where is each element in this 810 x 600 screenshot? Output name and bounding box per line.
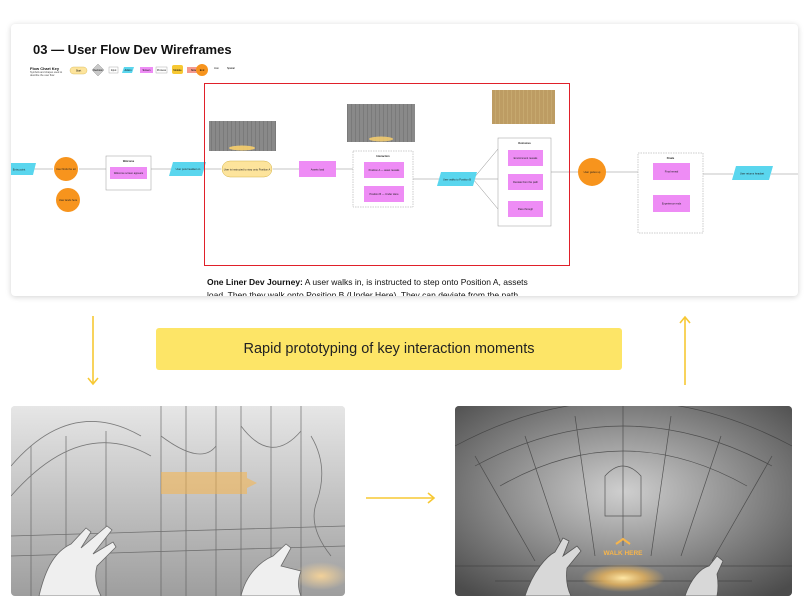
node-group-3-b-label: Experience ends	[662, 202, 682, 206]
node-group-2-b-label: Deviate from the path	[513, 180, 538, 184]
node-group-3-head: Finale	[667, 156, 675, 160]
flow-chart-key: Start Decision Input Action Screen Proce…	[69, 63, 235, 77]
node-circle-3-label: User gazes up	[584, 170, 601, 174]
key-item-start: Start	[76, 70, 82, 73]
banner-text: Rapid prototyping of key interaction mom…	[243, 341, 535, 357]
key-action-shape	[122, 67, 134, 73]
node-circle-3	[578, 158, 606, 186]
node-para-1	[169, 162, 206, 176]
node-group-2-c-label: Pass through	[518, 207, 534, 211]
node-group-3-a	[653, 163, 690, 180]
node-box-1-item-label: Welcome screen appears	[114, 171, 144, 175]
key-item-spatial: Spatial	[227, 67, 235, 70]
node-para-2	[437, 172, 477, 186]
wireframe-board: 03 — User Flow Dev Wireframes Flow Chart…	[11, 24, 798, 296]
node-group-2-a	[508, 150, 543, 166]
arrow-right-icon	[366, 492, 436, 504]
node-para-3	[732, 166, 773, 180]
key-decision-shape	[91, 63, 105, 77]
node-group-3-b	[653, 195, 690, 212]
hands-icon	[38, 525, 302, 596]
node-entry-left-label: Entry point	[13, 168, 26, 172]
sketch-prototype-right: WALK HERE	[455, 406, 792, 596]
one-liner-dev-journey: One Liner Dev Journey: A user walks in, …	[207, 276, 547, 296]
key-process-shape	[155, 66, 168, 74]
node-group-2-head: Outcomes	[518, 141, 531, 145]
node-group-1-a	[364, 162, 404, 178]
node-box-1-item	[110, 167, 147, 179]
dev-journey-highlight-frame	[204, 83, 570, 266]
cathedral-sketch-left	[11, 406, 345, 596]
cathedral-sketch-right: WALK HERE	[455, 406, 792, 596]
one-liner-text: A user walks in, is instructed to step o…	[207, 277, 528, 296]
node-group-1-a-label: Position A — asset reveals	[369, 168, 400, 172]
node-entry-left	[11, 163, 36, 175]
node-group-1-b	[364, 186, 404, 202]
node-circle-1	[54, 157, 78, 181]
key-item-screen: Screen	[143, 69, 152, 72]
walk-here-marker	[581, 564, 665, 592]
arrow-up-icon	[679, 315, 691, 385]
node-box-2-label: Assets load	[311, 168, 325, 172]
one-liner-label: One Liner Dev Journey:	[207, 277, 303, 287]
node-box-1-head: Welcome	[123, 159, 135, 163]
sketch-prototype-left	[11, 406, 345, 596]
key-item-process: Process	[157, 69, 167, 72]
node-para-3-label: User returns headset	[740, 172, 764, 176]
key-item-decision: Decision	[93, 69, 103, 72]
key-item-note: Note	[191, 69, 197, 72]
node-para-1-label: User puts headset on	[176, 167, 201, 171]
flow-nodes: Entry point User finds the art User land…	[11, 90, 773, 234]
node-circle-1-label: User finds the art	[56, 167, 76, 171]
key-start-shape	[69, 66, 88, 75]
node-para-2-label: User walks to Position B	[443, 178, 471, 182]
walk-here-label: WALK HERE	[604, 550, 644, 557]
key-item-end: End	[200, 69, 205, 72]
key-module-shape	[172, 65, 183, 74]
key-input-shape	[108, 66, 119, 74]
prototyping-banner: Rapid prototyping of key interaction mom…	[156, 328, 622, 370]
key-end-shape	[196, 64, 208, 76]
board-title: 03 — User Flow Dev Wireframes	[33, 42, 232, 57]
key-item-action: Action	[125, 69, 133, 72]
node-circle-2	[56, 188, 80, 212]
node-group-2-b	[508, 174, 543, 190]
node-circle-2-label: User lands here	[59, 198, 78, 202]
node-group-1-head: Interaction	[376, 154, 390, 158]
arrow-down-icon	[87, 316, 99, 386]
key-screen-shape	[140, 67, 153, 73]
hands-icon	[524, 537, 724, 596]
key-item-module: Module	[173, 69, 182, 72]
ui-prompt-panel	[161, 472, 247, 494]
key-item-icon: Icon	[214, 67, 219, 70]
key-item-input: Input	[111, 69, 117, 72]
node-box-2	[299, 161, 336, 177]
node-pill-1	[221, 160, 273, 178]
chevron-icon	[615, 537, 631, 545]
flow-chart-key-subtitle: Symbols and shapes used to describe the …	[30, 71, 63, 77]
node-group-3-a-label: Final reveal	[665, 170, 679, 174]
node-pill-1-label: User is instructed to step onto Position…	[224, 168, 271, 172]
node-group-2-c	[508, 201, 543, 217]
node-group-2-a-label: Environment reveals	[514, 156, 538, 160]
flow-chart-key-title: Flow Chart Key	[30, 66, 60, 71]
key-note-shape	[187, 67, 200, 73]
node-group-1-b-label: Position B — Under Here	[369, 192, 399, 196]
flow-chart: Start Decision Input Action Screen Proce…	[11, 63, 798, 234]
